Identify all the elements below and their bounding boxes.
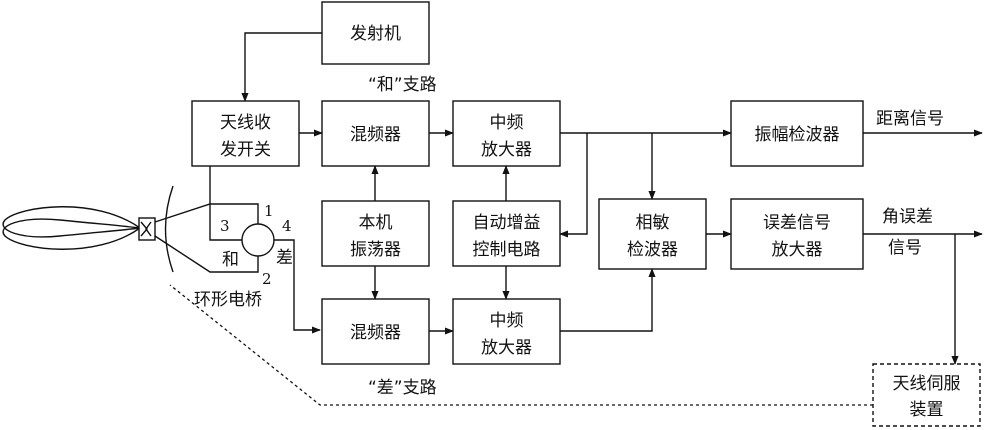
local-oscillator-label-1: 本机 (359, 213, 393, 233)
angle-error-label-1: 角误差 (882, 207, 933, 227)
local-oscillator-label-2: 振荡器 (350, 240, 401, 260)
port-label-1: 1 (264, 202, 274, 220)
transmitter-block (321, 1, 430, 65)
ring-bridge (154, 166, 321, 334)
mixer-diff-block (321, 298, 430, 365)
if-amp-diff-label-2: 放大器 (481, 338, 532, 358)
range-signal-label: 距离信号 (876, 109, 944, 129)
duplexer-label-2: 发开关 (220, 140, 271, 160)
mixer-diff-label: 混频器 (350, 323, 401, 343)
phase-detector-label-1: 相敏 (636, 213, 670, 233)
phase-detector-label-2: 检波器 (627, 240, 678, 260)
if-amp-diff-label-1: 中频 (490, 311, 524, 331)
angle-error-label-2: 信号 (888, 238, 922, 258)
mixer-sum-label: 混频器 (350, 125, 401, 145)
duplexer-block (191, 100, 300, 167)
if-amp-sum-label-1: 中频 (490, 113, 524, 133)
antenna-servo-label-1: 天线伺服 (893, 374, 961, 394)
agc-label-2: 控制电路 (473, 240, 541, 260)
antenna-servo-label-2: 装置 (910, 400, 944, 420)
phase-detector-block (598, 198, 707, 270)
error-amp-label-1: 误差信号 (763, 213, 831, 233)
if-amp-sum-label-2: 放大器 (481, 140, 532, 160)
diff-port-label: 差 (276, 248, 293, 268)
signal-connections (169, 32, 983, 406)
antenna-feed-horn-icon (138, 217, 156, 241)
local-oscillator-block (321, 200, 430, 267)
amplitude-detector-label: 振幅检波器 (755, 125, 840, 145)
duplexer-label-1: 天线收 (220, 113, 271, 133)
agc-label-1: 自动增益 (473, 213, 541, 233)
sum-port-label: 和 (222, 250, 239, 270)
port-label-4: 4 (282, 217, 292, 235)
antenna-servo-block (872, 363, 981, 427)
agc-block (452, 200, 561, 267)
antenna-beam-lobes-icon (2, 206, 142, 250)
port-label-2: 2 (262, 270, 272, 288)
port-label-3: 3 (220, 217, 230, 235)
sum-branch-label: “和”支路 (368, 75, 437, 95)
error-amp-block (730, 198, 864, 270)
if-amp-diff-block (452, 298, 561, 365)
diff-branch-label: “差”支路 (368, 378, 437, 398)
ring-bridge-label: 环形电桥 (194, 290, 262, 310)
reflector-dish-icon (164, 185, 174, 273)
transmitter-label: 发射机 (350, 24, 401, 44)
error-amp-label-2: 放大器 (772, 240, 823, 260)
